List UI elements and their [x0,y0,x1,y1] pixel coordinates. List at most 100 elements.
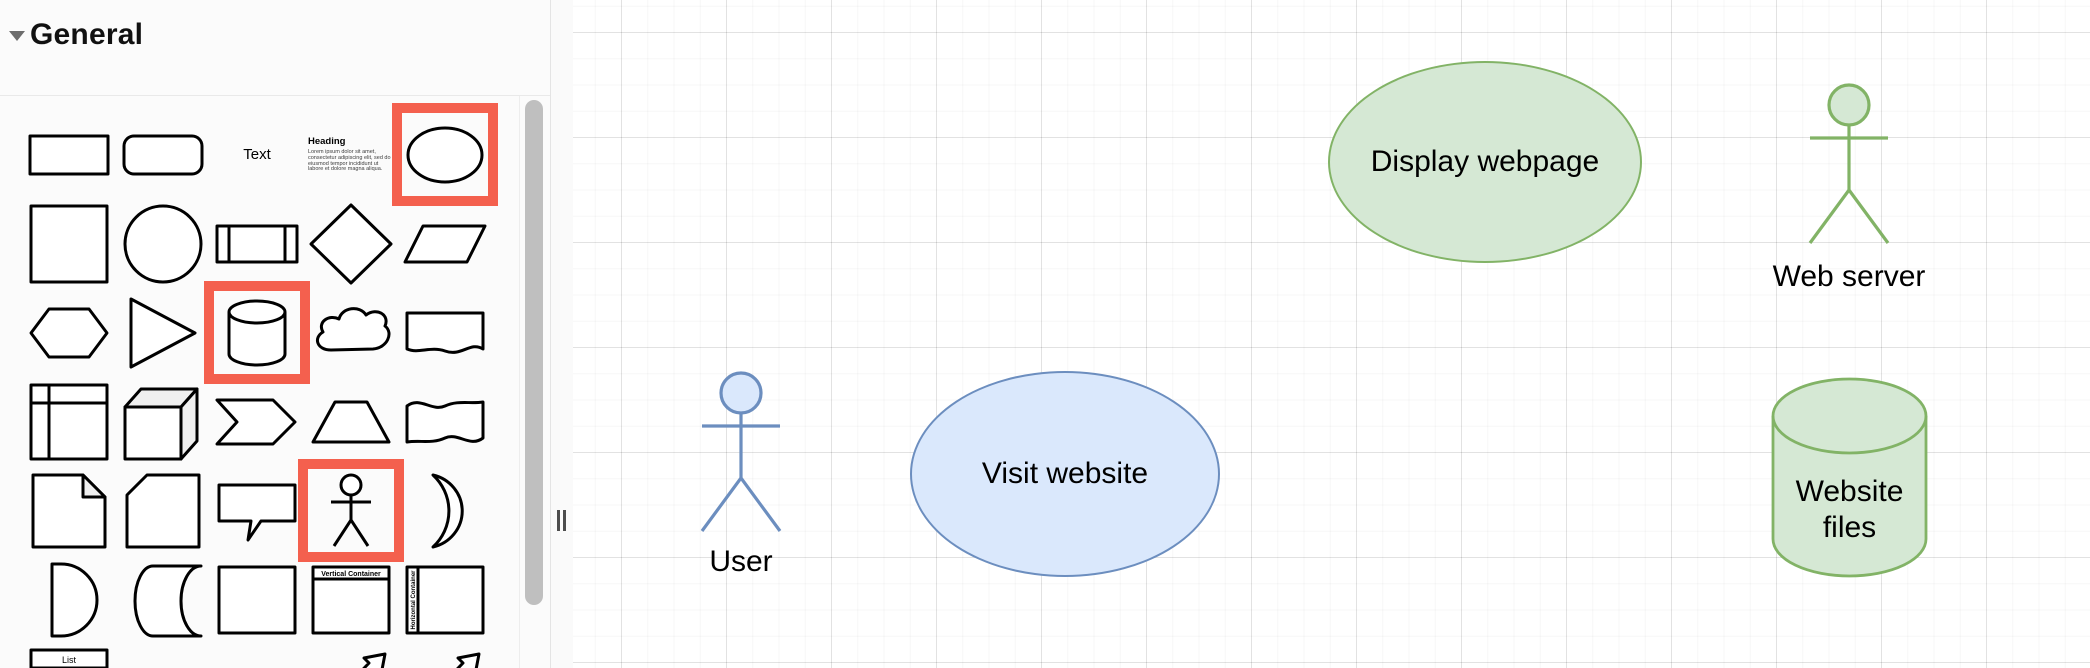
square-icon [29,204,109,283]
shape-ellipse-highlighted[interactable] [392,103,498,206]
shape-curve[interactable] [210,644,304,668]
shape-card[interactable] [116,466,210,555]
shape-square[interactable] [22,199,116,288]
node-user[interactable] [696,370,786,536]
shape-or[interactable] [398,466,492,555]
cylinder-lid [1771,415,1928,455]
shape-palette-sidebar: General Text Heading Lorem ipsum dolor s… [0,0,550,668]
shape-step[interactable] [210,377,304,466]
node-website-files[interactable] [1771,377,1928,578]
cylinder-body [1771,377,1928,578]
shape-list-item[interactable] [116,644,210,668]
node-website-files-label: Website files [1795,475,1904,544]
and-icon [50,562,99,637]
parallelogram-icon [403,224,487,263]
or-icon [431,473,464,548]
step-icon [215,398,297,445]
process-icon [215,224,299,263]
shape-actor-highlighted[interactable] [298,459,404,562]
diamond-icon [309,203,393,284]
palette-grid: Text Heading Lorem ipsum dolor sit amet,… [22,103,498,668]
sidebar-scrollbar-thumb[interactable] [525,100,543,605]
shape-callout[interactable] [210,466,304,555]
shape-circle[interactable] [116,199,210,288]
shape-triangle[interactable] [116,288,210,377]
svg-text:Horizontal Container: Horizontal Container [411,569,417,629]
shape-rectangle[interactable] [22,110,116,199]
bidirectional-arrow-icon [361,652,387,668]
shape-vertical-container[interactable]: Vertical Container [304,555,398,644]
diagram-canvas[interactable]: Display webpage Web server User Visit we… [573,0,2090,668]
svg-text:Vertical Container: Vertical Container [321,571,381,578]
node-web-server[interactable] [1804,82,1894,248]
shape-rounded-rectangle[interactable] [116,110,210,199]
resize-grip-icon[interactable] [557,510,567,531]
circle-icon [123,204,203,283]
shape-horizontal-container[interactable]: Horizontal Container [398,555,492,644]
actor-icon [331,473,371,547]
shape-list[interactable]: List [22,644,116,668]
shape-internal-storage[interactable] [22,377,116,466]
palette-section-header[interactable]: General [0,0,550,95]
note-icon [31,473,107,548]
node-visit-website-label: Visit website [981,457,1149,490]
shape-text[interactable]: Text [210,110,304,199]
textbox-heading-label: Heading [308,135,346,147]
data-storage-icon [133,564,203,637]
textbox-icon: Heading Lorem ipsum dolor sit amet, cons… [308,136,394,174]
scrollbar-track-edge [519,96,520,668]
shape-arrow[interactable] [398,644,492,668]
rounded-rectangle-icon [122,134,204,175]
shape-cylinder-highlighted[interactable] [204,281,310,384]
text-shape-label: Text [243,146,271,163]
cube-icon [123,387,199,460]
shape-hexagon[interactable] [22,288,116,377]
shape-bidirectional-arrow[interactable] [304,644,398,668]
rectangle-icon [28,134,110,175]
hexagon-icon [29,307,109,358]
node-display-webpage[interactable]: Display webpage [1328,61,1642,263]
chevron-down-icon [9,31,25,41]
node-visit-website[interactable]: Visit website [910,371,1220,577]
vertical-container-icon: Vertical Container [311,565,391,634]
textbox-body-label: Lorem ipsum dolor sit amet, consectetur … [308,148,391,173]
node-user-label: User [709,545,773,578]
actor-body [700,413,782,532]
shape-cube[interactable] [116,377,210,466]
document-icon [405,311,485,354]
container-icon [217,565,297,634]
actor-head [1827,83,1871,127]
shape-process[interactable] [210,199,304,288]
arrow-icon [455,652,481,668]
tape-icon [405,400,485,443]
trapezoid-icon [311,400,391,443]
internal-storage-icon [29,383,109,460]
cloud-icon [315,306,391,351]
triangle-icon [129,297,197,368]
curve-icon [272,667,274,668]
actor-body [1808,125,1890,244]
shape-cloud[interactable] [304,288,398,377]
cylinder-icon [227,299,287,366]
node-display-webpage-label: Display webpage [1370,145,1600,178]
panel-resize-divider[interactable] [550,0,573,668]
shape-tape[interactable] [398,377,492,466]
list-icon: List [29,648,109,668]
shape-textbox[interactable]: Heading Lorem ipsum dolor sit amet, cons… [304,110,398,199]
ellipse-icon [406,126,484,183]
shape-diamond[interactable] [304,199,398,288]
shape-note[interactable] [22,466,116,555]
node-web-server-label: Web server [1772,260,1926,293]
header-divider [0,95,550,96]
shape-data-storage[interactable] [116,555,210,644]
svg-text:List: List [62,655,77,665]
shape-and[interactable] [22,555,116,644]
shape-container[interactable] [210,555,304,644]
card-icon [125,473,201,548]
callout-icon [217,483,297,541]
shape-document[interactable] [398,288,492,377]
shape-parallelogram[interactable] [398,199,492,288]
shape-trapezoid[interactable] [304,377,398,466]
actor-head [719,371,763,415]
